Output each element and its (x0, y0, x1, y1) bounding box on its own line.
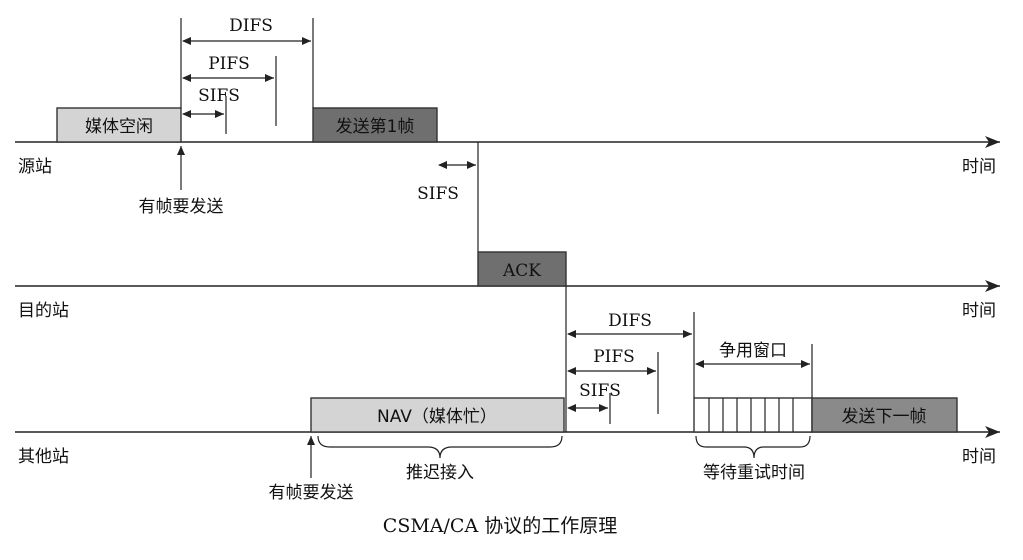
diagram-caption: CSMA/CA 协议的工作原理 (383, 515, 617, 537)
other-station-label: 其他站 (18, 447, 69, 467)
backoff-slots (708, 398, 794, 432)
source-difs-label: DIFS (229, 16, 273, 36)
backoff-brace (695, 435, 811, 459)
source-sifs-label: SIFS (198, 86, 240, 106)
source-sifs-after-label: SIFS (417, 184, 459, 204)
send-next-frame-box (811, 397, 958, 433)
defer-access-brace (317, 435, 563, 459)
defer-access-label: 推迟接入 (406, 463, 474, 483)
dest-station-row: 目的站 时间 ACK (15, 142, 1000, 432)
other-pifs-label: PIFS (593, 347, 635, 367)
send-next-frame-label: 发送下一帧 (842, 407, 927, 427)
media-idle-box (56, 107, 182, 143)
dest-time-label: 时间 (962, 301, 996, 321)
source-station-label: 源站 (18, 157, 52, 177)
contention-window-box (693, 397, 813, 433)
other-difs-label: DIFS (608, 311, 652, 331)
source-station-row: 源站 时间 媒体空闲 发送第1帧 有帧要发送 DIFS PIFS SIFS SI… (15, 16, 1000, 217)
ack-box (477, 251, 567, 287)
media-idle-label: 媒体空闲 (85, 117, 153, 137)
nav-box (310, 397, 565, 433)
nav-label: NAV（媒体忙） (377, 407, 497, 427)
other-frame-ready-label: 有帧要发送 (269, 483, 354, 503)
other-station-row: 其他站 时间 NAV（媒体忙） 发送下一帧 DIFS PIFS SIFS 争用窗 (15, 311, 1000, 503)
ack-label: ACK (502, 261, 541, 281)
backoff-label: 等待重试时间 (703, 463, 805, 483)
dest-station-label: 目的站 (18, 301, 69, 321)
source-pifs-label: PIFS (208, 54, 250, 74)
send-first-frame-box (312, 107, 438, 143)
send-first-frame-label: 发送第1帧 (336, 117, 415, 137)
contention-window-label: 争用窗口 (719, 341, 787, 361)
source-time-label: 时间 (962, 157, 996, 177)
other-time-label: 时间 (962, 447, 996, 467)
other-sifs-label: SIFS (579, 381, 621, 401)
source-frame-ready-label: 有帧要发送 (139, 197, 224, 217)
